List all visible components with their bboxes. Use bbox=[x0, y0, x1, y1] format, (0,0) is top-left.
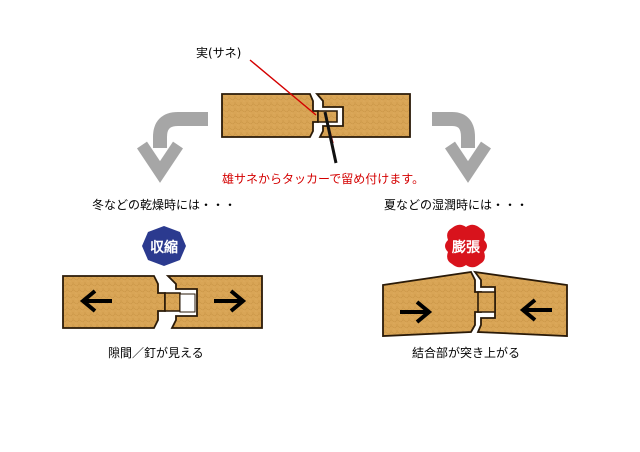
winter-left-board bbox=[62, 275, 166, 329]
staple-nail-icon bbox=[323, 111, 338, 164]
summer-joint bbox=[382, 270, 568, 337]
shrink-badge-label: 収縮 bbox=[150, 240, 178, 256]
summer-left-board bbox=[382, 271, 482, 337]
arrow-right-icon bbox=[400, 300, 433, 324]
shrink-badge-octagon bbox=[142, 226, 186, 266]
top-left-board bbox=[221, 93, 319, 138]
top-right-board bbox=[315, 93, 411, 138]
winter-gap bbox=[179, 293, 196, 313]
winter-joint bbox=[62, 275, 263, 329]
swell-badge-flower bbox=[445, 224, 487, 268]
winter-heading: 冬などの乾燥時には・・・ bbox=[92, 198, 237, 212]
leader-line-sane bbox=[249, 59, 317, 116]
arrow-left-icon bbox=[79, 289, 112, 313]
summer-tongue bbox=[477, 291, 496, 313]
fastening-note: 雄サネからタッカーで留め付けます。 bbox=[222, 172, 425, 186]
summer-heading: 夏などの湿潤時には・・・ bbox=[384, 198, 529, 212]
top-joint bbox=[221, 93, 411, 138]
summer-right-board bbox=[472, 270, 568, 337]
curved-arrow-right-icon bbox=[432, 112, 491, 183]
winter-caption: 隙間／釘が見える bbox=[108, 346, 204, 360]
winter-tongue bbox=[164, 292, 181, 312]
arrow-right-icon bbox=[214, 289, 247, 313]
arrow-left-icon bbox=[519, 298, 552, 322]
swell-badge-label: 膨張 bbox=[452, 240, 480, 256]
curved-arrow-left-icon bbox=[137, 112, 208, 183]
sane-label: 実(サネ) bbox=[196, 46, 242, 60]
summer-caption: 結合部が突き上がる bbox=[412, 346, 521, 360]
